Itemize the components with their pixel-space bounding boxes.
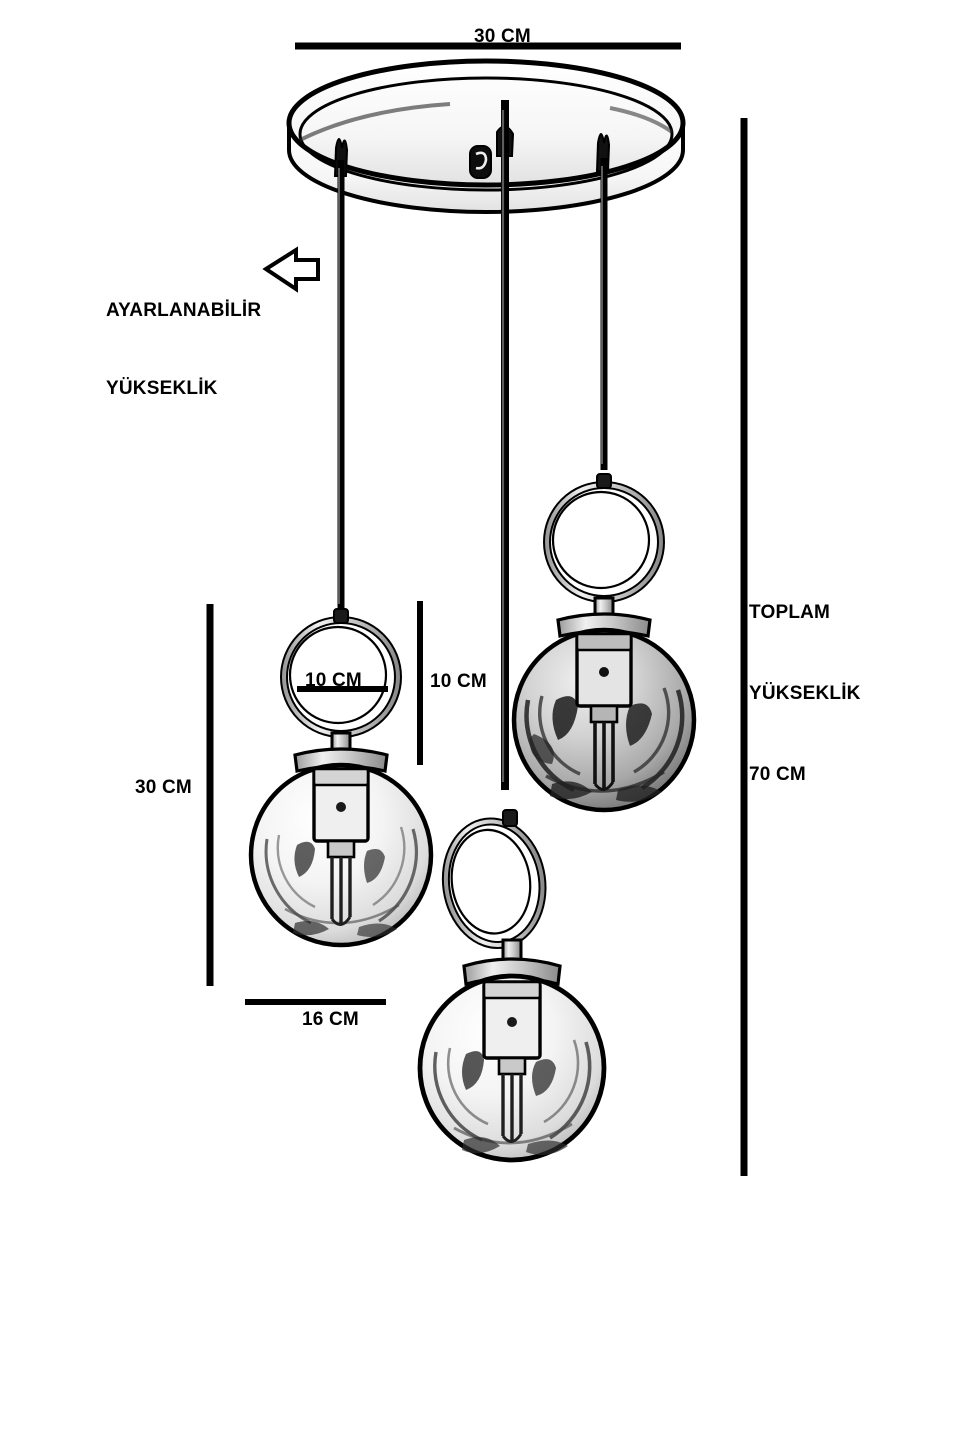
globe-diameter-label: 16 CM xyxy=(302,1009,359,1030)
arrow-left-icon xyxy=(262,246,320,293)
canopy-screw-detail xyxy=(469,145,492,179)
lamp-assembly-left xyxy=(251,609,431,945)
lamp-assembly-center xyxy=(417,809,607,1163)
total-height-line-3: 70 CM xyxy=(749,764,806,785)
total-height-label: TOPLAM YÜKSEKLİK 70 CM xyxy=(749,545,861,842)
ceiling-canopy-plate xyxy=(286,58,686,214)
adjustable-height-label: AYARLANABİLİR YÜKSEKLİK xyxy=(106,246,261,454)
suspension-cables xyxy=(337,100,608,790)
total-height-line-1: TOPLAM xyxy=(749,602,831,623)
adjustable-height-line-2: YÜKSEKLİK xyxy=(106,378,218,399)
fixture-height-label: 30 CM xyxy=(135,777,192,798)
dimension-lines xyxy=(206,42,748,1176)
ring-height-label: 10 CM xyxy=(430,671,487,692)
lamp-assembly-right xyxy=(514,474,694,810)
ring-width-label: 10 CM xyxy=(305,670,362,691)
canopy-width-label: 30 CM xyxy=(474,26,531,47)
total-height-line-2: YÜKSEKLİK xyxy=(749,683,861,704)
adjustable-height-line-1: AYARLANABİLİR xyxy=(106,300,262,321)
